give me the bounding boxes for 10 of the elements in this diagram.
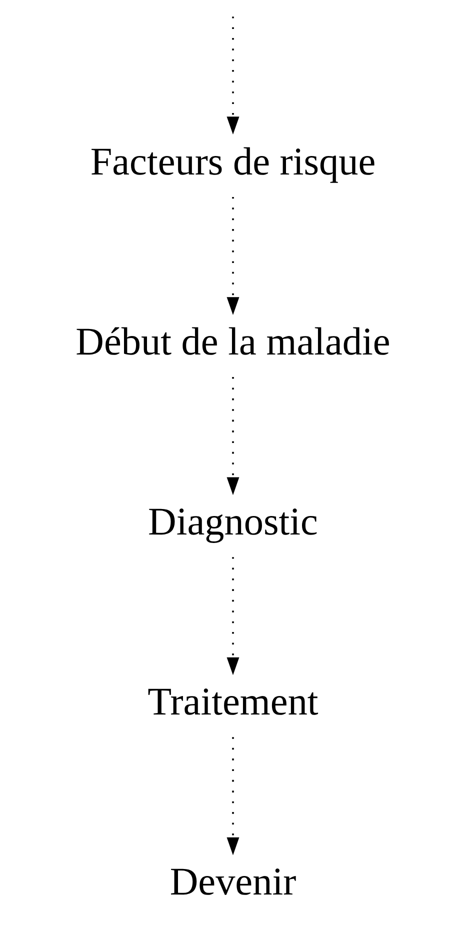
arrow	[226, 737, 240, 856]
node-text: Traitement	[148, 680, 318, 724]
arrow	[226, 16, 240, 135]
node-text: Facteurs de risque	[90, 140, 376, 184]
arrow	[226, 557, 240, 676]
node-text: Devenir	[170, 860, 296, 904]
arrow	[226, 377, 240, 496]
arrow	[226, 196, 240, 316]
node-text: Diagnostic	[148, 500, 318, 544]
node-text: Début de la maladie	[76, 320, 390, 364]
